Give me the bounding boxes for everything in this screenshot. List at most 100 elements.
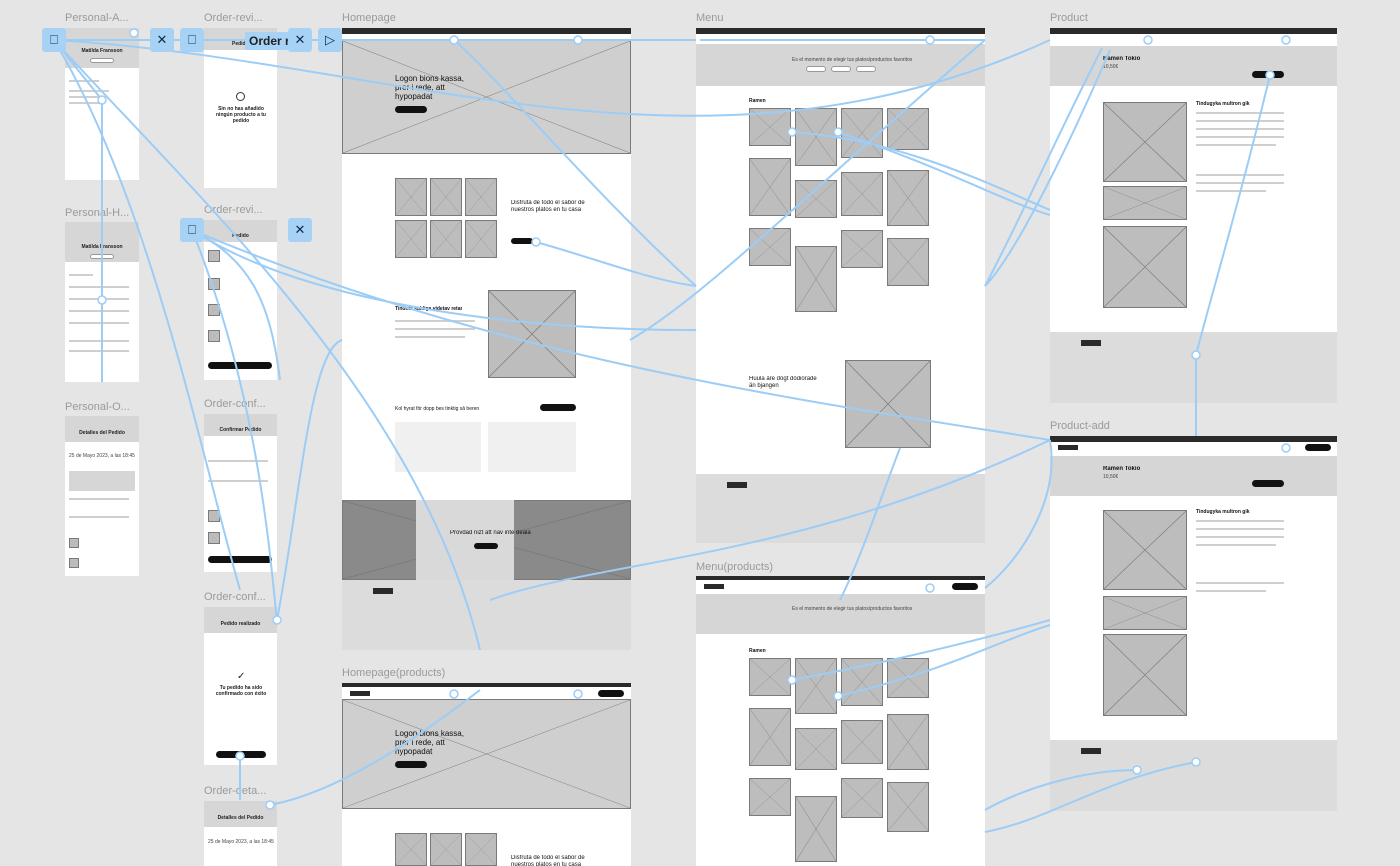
frame-label-order-conf-2[interactable]: Order-conf... bbox=[204, 591, 266, 603]
category-title: Ramen bbox=[749, 98, 766, 104]
close-icon[interactable]: ✕ bbox=[288, 218, 312, 242]
order-detail-title: Detalles del Pedido bbox=[79, 430, 125, 436]
mobile-frame-icon[interactable]: ⎕ bbox=[180, 28, 204, 52]
info-icon bbox=[236, 92, 245, 101]
hero-cta-button[interactable] bbox=[395, 761, 427, 768]
menu-header bbox=[696, 44, 985, 86]
check-icon: ✓ bbox=[237, 671, 246, 682]
product-thumb bbox=[208, 250, 220, 262]
cart-button[interactable] bbox=[598, 690, 624, 697]
play-icon[interactable]: ▷ bbox=[318, 28, 342, 52]
frame-order-review-empty[interactable]: Pedido Sin no has añadido ningún product… bbox=[204, 28, 277, 188]
product-price: 10,50€ bbox=[1103, 64, 1119, 70]
product-image bbox=[1103, 226, 1187, 308]
frame-label-homepage-products[interactable]: Homepage(products) bbox=[342, 667, 446, 679]
connector bbox=[984, 439, 1053, 589]
pedido-title: Pedido bbox=[232, 233, 249, 239]
product-header bbox=[1050, 46, 1337, 86]
frame-label-homepage[interactable]: Homepage bbox=[342, 12, 396, 24]
frame-order-confirm[interactable]: Confirmar Pedido bbox=[204, 414, 277, 572]
product-image bbox=[1103, 186, 1187, 220]
section-title: Tindeta sukliga videtav retar bbox=[395, 306, 463, 312]
frame-product[interactable]: Ramen Tokio 10,50€ Tindugyka multron gik bbox=[1050, 28, 1337, 403]
reviews-title: Kol hyrat för dopp bes tinktig så beren bbox=[395, 406, 480, 412]
frame-order-done[interactable]: Pedido realizado ✓ Tu pedido ha sido con… bbox=[204, 607, 277, 765]
order-header bbox=[65, 416, 139, 442]
close-icon[interactable]: ✕ bbox=[288, 28, 312, 52]
frame-label-personal-h[interactable]: Personal-H... bbox=[65, 207, 130, 219]
empty-order-title: Sin no has añadido ningún producto a tu … bbox=[216, 106, 266, 124]
filter-pill[interactable] bbox=[806, 66, 826, 72]
disfruta-title: Disfruta de todo el sabor de nuestros pl… bbox=[511, 855, 585, 866]
frame-personal-o[interactable]: Detalles del Pedido 25 de Mayo 2023, a l… bbox=[65, 416, 139, 576]
section-title: Huula äre dögt dödiörade än bjangen bbox=[749, 376, 817, 389]
product-thumb bbox=[208, 330, 220, 342]
order-confirmed-text: Tu pedido ha sido confirmado con éxito bbox=[215, 685, 267, 697]
product-thumb bbox=[69, 558, 79, 568]
product-header bbox=[1050, 456, 1337, 496]
mobile-frame-icon[interactable]: ⎕ bbox=[42, 28, 66, 52]
banner-title: Provdad nizt att nav inte deala bbox=[450, 530, 531, 536]
add-to-order-button[interactable] bbox=[1252, 71, 1284, 78]
product-thumb bbox=[69, 538, 79, 548]
close-icon[interactable]: ✕ bbox=[150, 28, 174, 52]
footer-logo bbox=[727, 482, 747, 488]
go-home-button[interactable] bbox=[216, 751, 266, 758]
logo bbox=[704, 584, 724, 589]
order-detail-title: Detalles del Pedido bbox=[217, 815, 264, 821]
filter-pill[interactable] bbox=[831, 66, 851, 72]
menu-header bbox=[696, 594, 985, 634]
frame-label-order-revi-1[interactable]: Order-revi... bbox=[204, 12, 263, 24]
profile-name: Matilda Fransson bbox=[81, 48, 123, 54]
section-image bbox=[488, 290, 576, 378]
realizado-title: Pedido realizado bbox=[220, 621, 261, 627]
hero-cta-button[interactable] bbox=[395, 106, 427, 113]
frame-product-add[interactable]: Ramen Tokio 10,50€ Tindugyka multron gik bbox=[1050, 436, 1337, 811]
frame-label-order-deta[interactable]: Order-deta... bbox=[204, 785, 267, 797]
confirmar-title: Confirmar Pedido bbox=[219, 427, 262, 433]
mobile-frame-icon[interactable]: ⎕ bbox=[180, 218, 204, 242]
frame-menu[interactable]: Es el momento de elegir tus platos/produ… bbox=[696, 28, 985, 543]
disfruta-button[interactable] bbox=[511, 238, 533, 244]
edit-profile-button[interactable] bbox=[90, 58, 114, 63]
place-order-button[interactable] bbox=[208, 556, 272, 563]
cart-button[interactable] bbox=[952, 583, 978, 590]
order-date: 25 de Mayo 2023, a las 18:45pm bbox=[69, 453, 135, 459]
frame-order-detail[interactable]: Detalles del Pedido 25 de Mayo 2023, a l… bbox=[204, 801, 277, 866]
frame-personal-h[interactable]: Matilda Fransson bbox=[65, 222, 139, 382]
reviews-button[interactable] bbox=[540, 404, 576, 411]
profile-name: Matilda Fransson bbox=[81, 244, 123, 250]
confirm-order-button[interactable] bbox=[208, 362, 272, 369]
product-thumb bbox=[208, 278, 220, 290]
cart-button[interactable] bbox=[1305, 444, 1331, 451]
frame-order-review[interactable]: Pedido bbox=[204, 220, 277, 380]
frame-label-product-add[interactable]: Product-add bbox=[1050, 420, 1110, 432]
frame-label-order-revi-2[interactable]: Order-revi... bbox=[204, 204, 263, 216]
filter-pill[interactable] bbox=[856, 66, 876, 72]
frame-label-menu[interactable]: Menu bbox=[696, 12, 724, 24]
edit-profile-button[interactable] bbox=[90, 254, 114, 259]
frame-label-menu-products[interactable]: Menu(products) bbox=[696, 561, 774, 573]
frame-personal-a[interactable]: Matilda Fransson bbox=[65, 28, 139, 180]
frame-label-order-conf-1[interactable]: Order-conf... bbox=[204, 398, 266, 410]
frame-label-personal-o[interactable]: Personal-O... bbox=[65, 401, 130, 413]
order-frame-label-overlay[interactable]: Order r bbox=[245, 32, 294, 50]
frame-homepage[interactable]: Logon bions kassa, prer i rede, att hypo… bbox=[342, 28, 631, 650]
frame-label-product[interactable]: Product bbox=[1050, 12, 1088, 24]
product-thumb bbox=[208, 510, 220, 522]
top-announcement-bar bbox=[342, 28, 631, 34]
hero-image bbox=[342, 40, 631, 154]
product-image bbox=[1103, 634, 1187, 716]
product-title: Ramen Tokio bbox=[1103, 466, 1141, 472]
order-date: 25 de Mayo 2023, a las 18:45pm bbox=[208, 839, 274, 845]
add-to-order-button[interactable] bbox=[1252, 480, 1284, 487]
frame-label-personal-a[interactable]: Personal-A... bbox=[65, 12, 129, 24]
banner-button[interactable] bbox=[474, 543, 498, 549]
category-title: Ramen bbox=[749, 648, 766, 654]
frame-menu-products[interactable]: Es el momento de elegir tus platos/produ… bbox=[696, 576, 985, 866]
product-image bbox=[1103, 510, 1187, 590]
product-thumb bbox=[208, 532, 220, 544]
product-image bbox=[1103, 102, 1187, 182]
frame-homepage-products[interactable]: Logon bions kassa, prer i rede, att hypo… bbox=[342, 683, 631, 866]
